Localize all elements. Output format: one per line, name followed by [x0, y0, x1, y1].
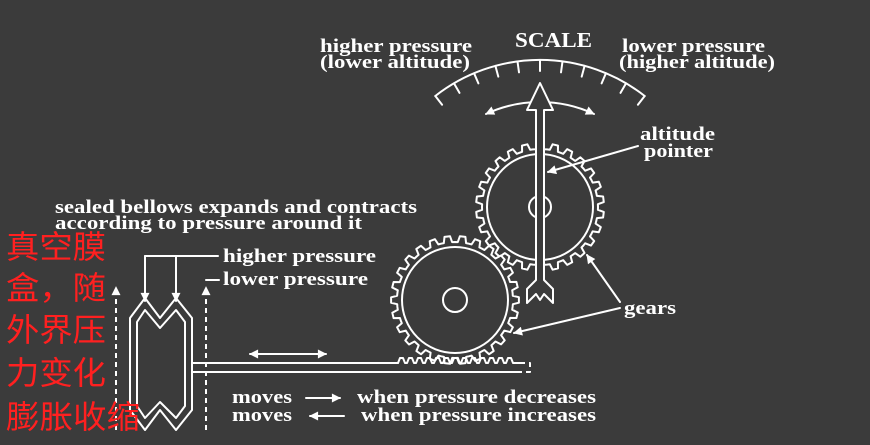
- pointer-label-line2: pointer: [644, 141, 714, 162]
- scale-left-label-line2: (lower altitude): [320, 52, 470, 73]
- scale-tick: [600, 72, 607, 85]
- pointer-label-line1: altitude: [640, 124, 715, 145]
- bellows-caption-line1: sealed bellows expands and contracts: [55, 197, 417, 218]
- scale-tick: [619, 82, 627, 94]
- annotation-line: 外界压: [6, 311, 106, 349]
- lower-gear: [390, 235, 520, 365]
- gears-leader-arrow-lower: [513, 307, 621, 336]
- scale-tick: [494, 64, 500, 78]
- scale-tick: [434, 95, 444, 106]
- scale: [434, 59, 646, 106]
- scale-right-label-line1: lower pressure: [622, 36, 765, 57]
- annotation-line: 力变化: [6, 354, 106, 392]
- scale-tick: [516, 60, 520, 74]
- scale-left-label-line1: higher pressure: [320, 36, 472, 57]
- rack-teeth: [397, 357, 521, 364]
- higher-pressure-label: higher pressure: [223, 246, 376, 267]
- rack-bar: [191, 362, 521, 373]
- gears-leader-arrow-upper: [586, 254, 621, 303]
- legend-condition: when pressure increases: [361, 405, 596, 426]
- bellows: [129, 297, 193, 431]
- scale-tick: [473, 72, 480, 85]
- gears-label: gears: [624, 298, 676, 319]
- bellows-outer-wall: [129, 297, 193, 431]
- annotation-line: 盒，随: [6, 269, 106, 307]
- bellows-caption-line2: according to pressure around it: [55, 213, 363, 234]
- lower-gear-rim: [401, 246, 509, 354]
- scale-title: SCALE: [515, 28, 592, 52]
- lower-pressure-label: lower pressure: [223, 269, 368, 290]
- scale-right-label-line2: (higher altitude): [619, 52, 775, 73]
- scale-tick: [560, 60, 564, 74]
- legend-verb: moves: [232, 387, 292, 408]
- lower-gear-teeth: [390, 235, 520, 365]
- scale-tick: [453, 82, 461, 94]
- legend-verb: moves: [232, 405, 292, 426]
- rack-end-dashed: [520, 362, 531, 373]
- legend-condition: when pressure decreases: [357, 387, 596, 408]
- pointer-leader-arrow: [547, 145, 639, 175]
- scale-tick: [636, 95, 646, 106]
- lower-gear-hub: [442, 287, 468, 313]
- annotation-line: 膨胀收缩: [6, 398, 140, 436]
- chinese-annotation: 真空膜 盒，随 外界压 力变化 膨胀收缩: [6, 228, 140, 436]
- rack: [191, 357, 531, 373]
- altitude-pointer: [526, 82, 554, 304]
- annotation-line: 真空膜: [6, 228, 106, 266]
- bellows-inner-wall: [136, 309, 186, 419]
- scale-tick: [580, 64, 586, 78]
- scale-ticks: [434, 59, 646, 106]
